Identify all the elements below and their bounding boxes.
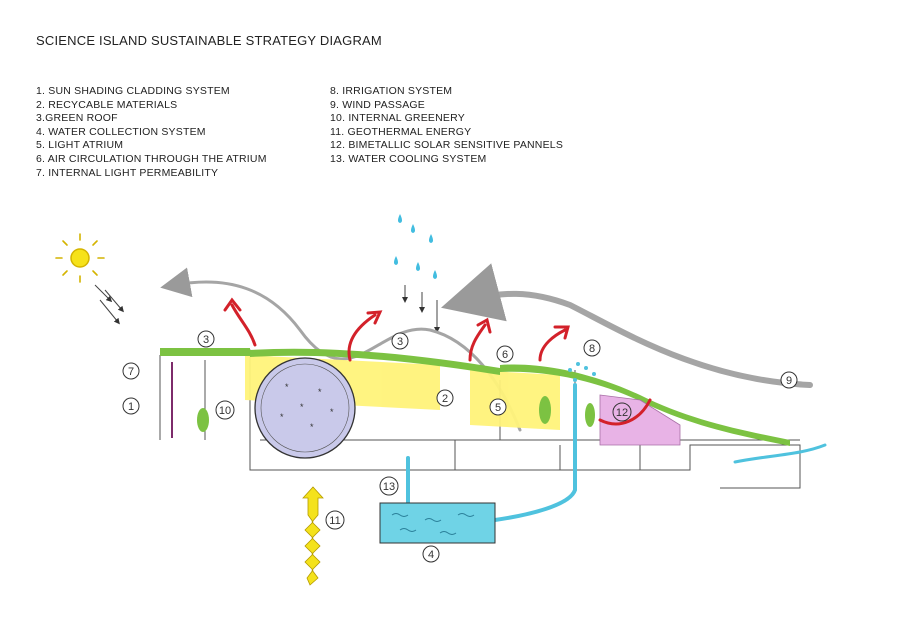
marker-4: 4 xyxy=(422,545,440,563)
svg-text:*: * xyxy=(318,387,322,397)
irrigation-sprinkler-icon xyxy=(568,362,596,382)
svg-text:*: * xyxy=(300,402,304,412)
legend-item: 12. BIMETALLIC SOLAR SENSITIVE PANNELS xyxy=(330,139,564,152)
marker-6: 6 xyxy=(496,345,514,363)
svg-text:*: * xyxy=(280,412,284,422)
svg-text:2: 2 xyxy=(442,393,448,405)
water-cooling-loop xyxy=(406,383,827,522)
svg-text:*: * xyxy=(330,407,334,417)
rain-arrows xyxy=(402,285,440,333)
svg-text:13: 13 xyxy=(383,481,395,493)
svg-text:6: 6 xyxy=(502,349,508,361)
marker-9: 9 xyxy=(780,371,798,389)
svg-text:8: 8 xyxy=(589,343,595,355)
svg-text:10: 10 xyxy=(219,405,231,417)
svg-text:*: * xyxy=(310,422,314,432)
svg-text:11: 11 xyxy=(329,515,340,527)
legend-item: 8. IRRIGATION SYSTEM xyxy=(330,85,453,97)
svg-text:12: 12 xyxy=(616,407,628,419)
svg-text:7: 7 xyxy=(128,366,134,378)
air-circulation-arrows xyxy=(223,297,652,426)
legend-right: 8. IRRIGATION SYSTEM 9. WIND PASSAGE 10.… xyxy=(330,85,563,167)
legend-item: 7. INTERNAL LIGHT PERMEABILITY xyxy=(36,166,219,179)
marker-13: 13 xyxy=(379,476,399,496)
legend-item: 6. AIR CIRCULATION THROUGH THE ATRIUM xyxy=(36,152,267,165)
marker-8: 8 xyxy=(583,339,601,357)
marker-12: 12 xyxy=(612,402,632,422)
svg-text:3: 3 xyxy=(397,336,403,348)
geothermal-energy-arrow xyxy=(302,486,324,586)
svg-text:3: 3 xyxy=(203,334,209,346)
sunlight-rays xyxy=(94,284,124,325)
legend-item: 5. LIGHT ATRIUM xyxy=(36,139,124,152)
diagram-title: SCIENCE ISLAND SUSTAINABLE STRATEGY DIAG… xyxy=(36,33,382,48)
marker-7: 7 xyxy=(122,362,140,380)
marker-5: 5 xyxy=(489,398,507,416)
legend-item: 1. SUN SHADING CLADDING SYSTEM xyxy=(36,85,230,97)
legend-item: 2. RECYCABLE MATERIALS xyxy=(36,98,178,111)
marker-2: 2 xyxy=(436,389,454,407)
marker-10: 10 xyxy=(215,400,235,420)
legend-left: 1. SUN SHADING CLADDING SYSTEM 2. RECYCA… xyxy=(36,85,267,180)
svg-text:9: 9 xyxy=(786,375,792,387)
sun-icon xyxy=(55,233,105,283)
svg-text:5: 5 xyxy=(495,402,501,414)
legend-item: 13. WATER COOLING SYSTEM xyxy=(330,152,487,165)
marker-1: 1 xyxy=(122,397,140,415)
legend-item: 11. GEOTHERMAL ENERGY xyxy=(330,125,472,138)
sphere-structure: * * * * * * xyxy=(254,357,356,459)
marker-3b: 3 xyxy=(391,332,409,350)
marker-11: 11 xyxy=(325,510,345,530)
internal-greenery-icon xyxy=(197,396,595,432)
legend-item: 9. WIND PASSAGE xyxy=(330,98,425,111)
legend-item: 4. WATER COLLECTION SYSTEM xyxy=(36,125,206,138)
svg-text:1: 1 xyxy=(128,401,134,413)
svg-text:4: 4 xyxy=(428,549,434,561)
svg-text:*: * xyxy=(285,382,289,392)
bimetallic-solar-panels xyxy=(599,394,681,446)
legend-item: 3.GREEN ROOF xyxy=(36,112,118,125)
water-collection-tank xyxy=(379,502,496,544)
green-roof xyxy=(160,348,790,446)
legend-item: 10. INTERNAL GREENERY xyxy=(330,112,465,125)
marker-3a: 3 xyxy=(197,330,215,348)
rain-drops-icon xyxy=(394,214,437,279)
